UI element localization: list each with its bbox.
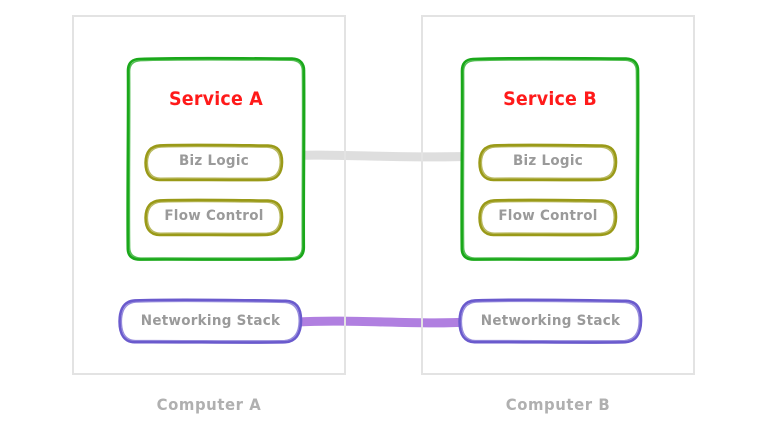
flow-control-a-box[interactable] (144, 198, 284, 237)
flow-control-b-label: Flow Control (498, 208, 598, 224)
network-link-line (293, 316, 473, 328)
networking-stack-b-box[interactable] (458, 298, 643, 344)
biz-logic-b-box[interactable] (478, 143, 618, 182)
computer-b-label: Computer B (505, 395, 611, 414)
networking-stack-b-label: Networking Stack (480, 313, 621, 329)
biz-logic-b-label: Biz Logic (512, 153, 584, 169)
flow-control-a-label: Flow Control (164, 208, 264, 224)
computer-a-container[interactable] (72, 15, 346, 375)
networking-stack-a-label: Networking Stack (140, 313, 281, 329)
computer-b-container[interactable] (421, 15, 695, 375)
biz-logic-a-box[interactable] (144, 143, 284, 182)
networking-stack-a-box[interactable] (118, 298, 303, 344)
computer-a-label: Computer A (156, 395, 262, 414)
service-b-label: Service B (503, 88, 597, 110)
biz-logic-a-label: Biz Logic (178, 153, 250, 169)
service-a-label: Service A (169, 88, 263, 110)
flow-control-b-box[interactable] (478, 198, 618, 237)
